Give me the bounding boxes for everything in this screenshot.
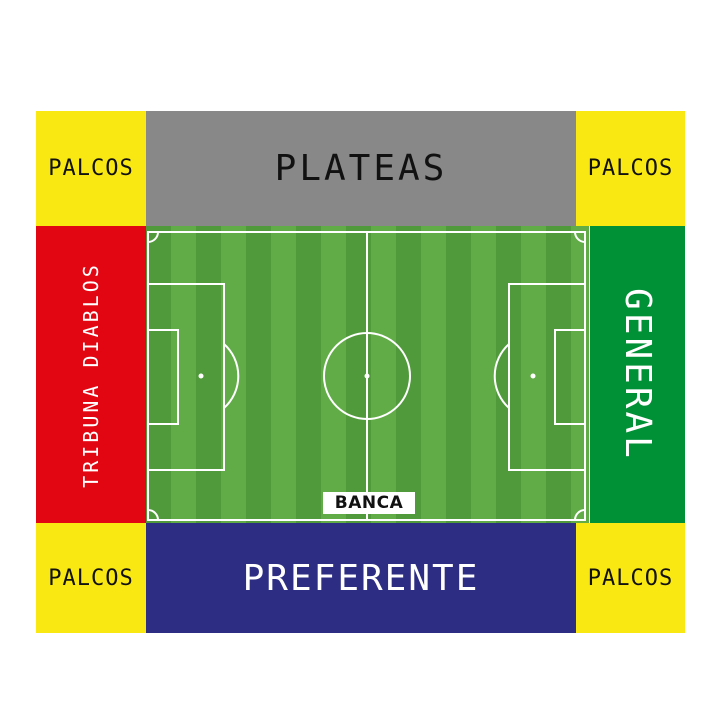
section-label: PALCOS bbox=[48, 156, 134, 181]
section-label: GENERAL bbox=[617, 288, 658, 461]
section-palcos-bottom-left[interactable]: PALCOS bbox=[36, 523, 146, 633]
section-preferente[interactable]: PREFERENTE bbox=[146, 523, 576, 633]
section-label: PALCOS bbox=[587, 156, 674, 181]
soccer-field-icon bbox=[146, 226, 589, 523]
bench-label-text: BANCA bbox=[334, 493, 404, 513]
section-tribuna-diablos[interactable]: TRIBUNA DIABLOS bbox=[36, 226, 146, 523]
section-label: PLATEAS bbox=[274, 148, 448, 189]
section-general[interactable]: GENERAL bbox=[590, 226, 685, 523]
section-label: PREFERENTE bbox=[242, 557, 480, 599]
section-plateas[interactable]: PLATEAS bbox=[146, 111, 576, 226]
section-palcos-bottom-right[interactable]: PALCOS bbox=[576, 523, 685, 633]
section-label: PALCOS bbox=[587, 565, 674, 591]
bench-label: BANCA bbox=[323, 492, 415, 514]
section-label: TRIBUNA DIABLOS bbox=[79, 261, 103, 488]
section-label: PALCOS bbox=[48, 565, 134, 591]
section-palcos-top-left[interactable]: PALCOS bbox=[36, 111, 146, 226]
pitch-lines bbox=[147, 231, 586, 521]
pitch-spots bbox=[198, 373, 536, 379]
section-palcos-top-right[interactable]: PALCOS bbox=[576, 111, 685, 226]
